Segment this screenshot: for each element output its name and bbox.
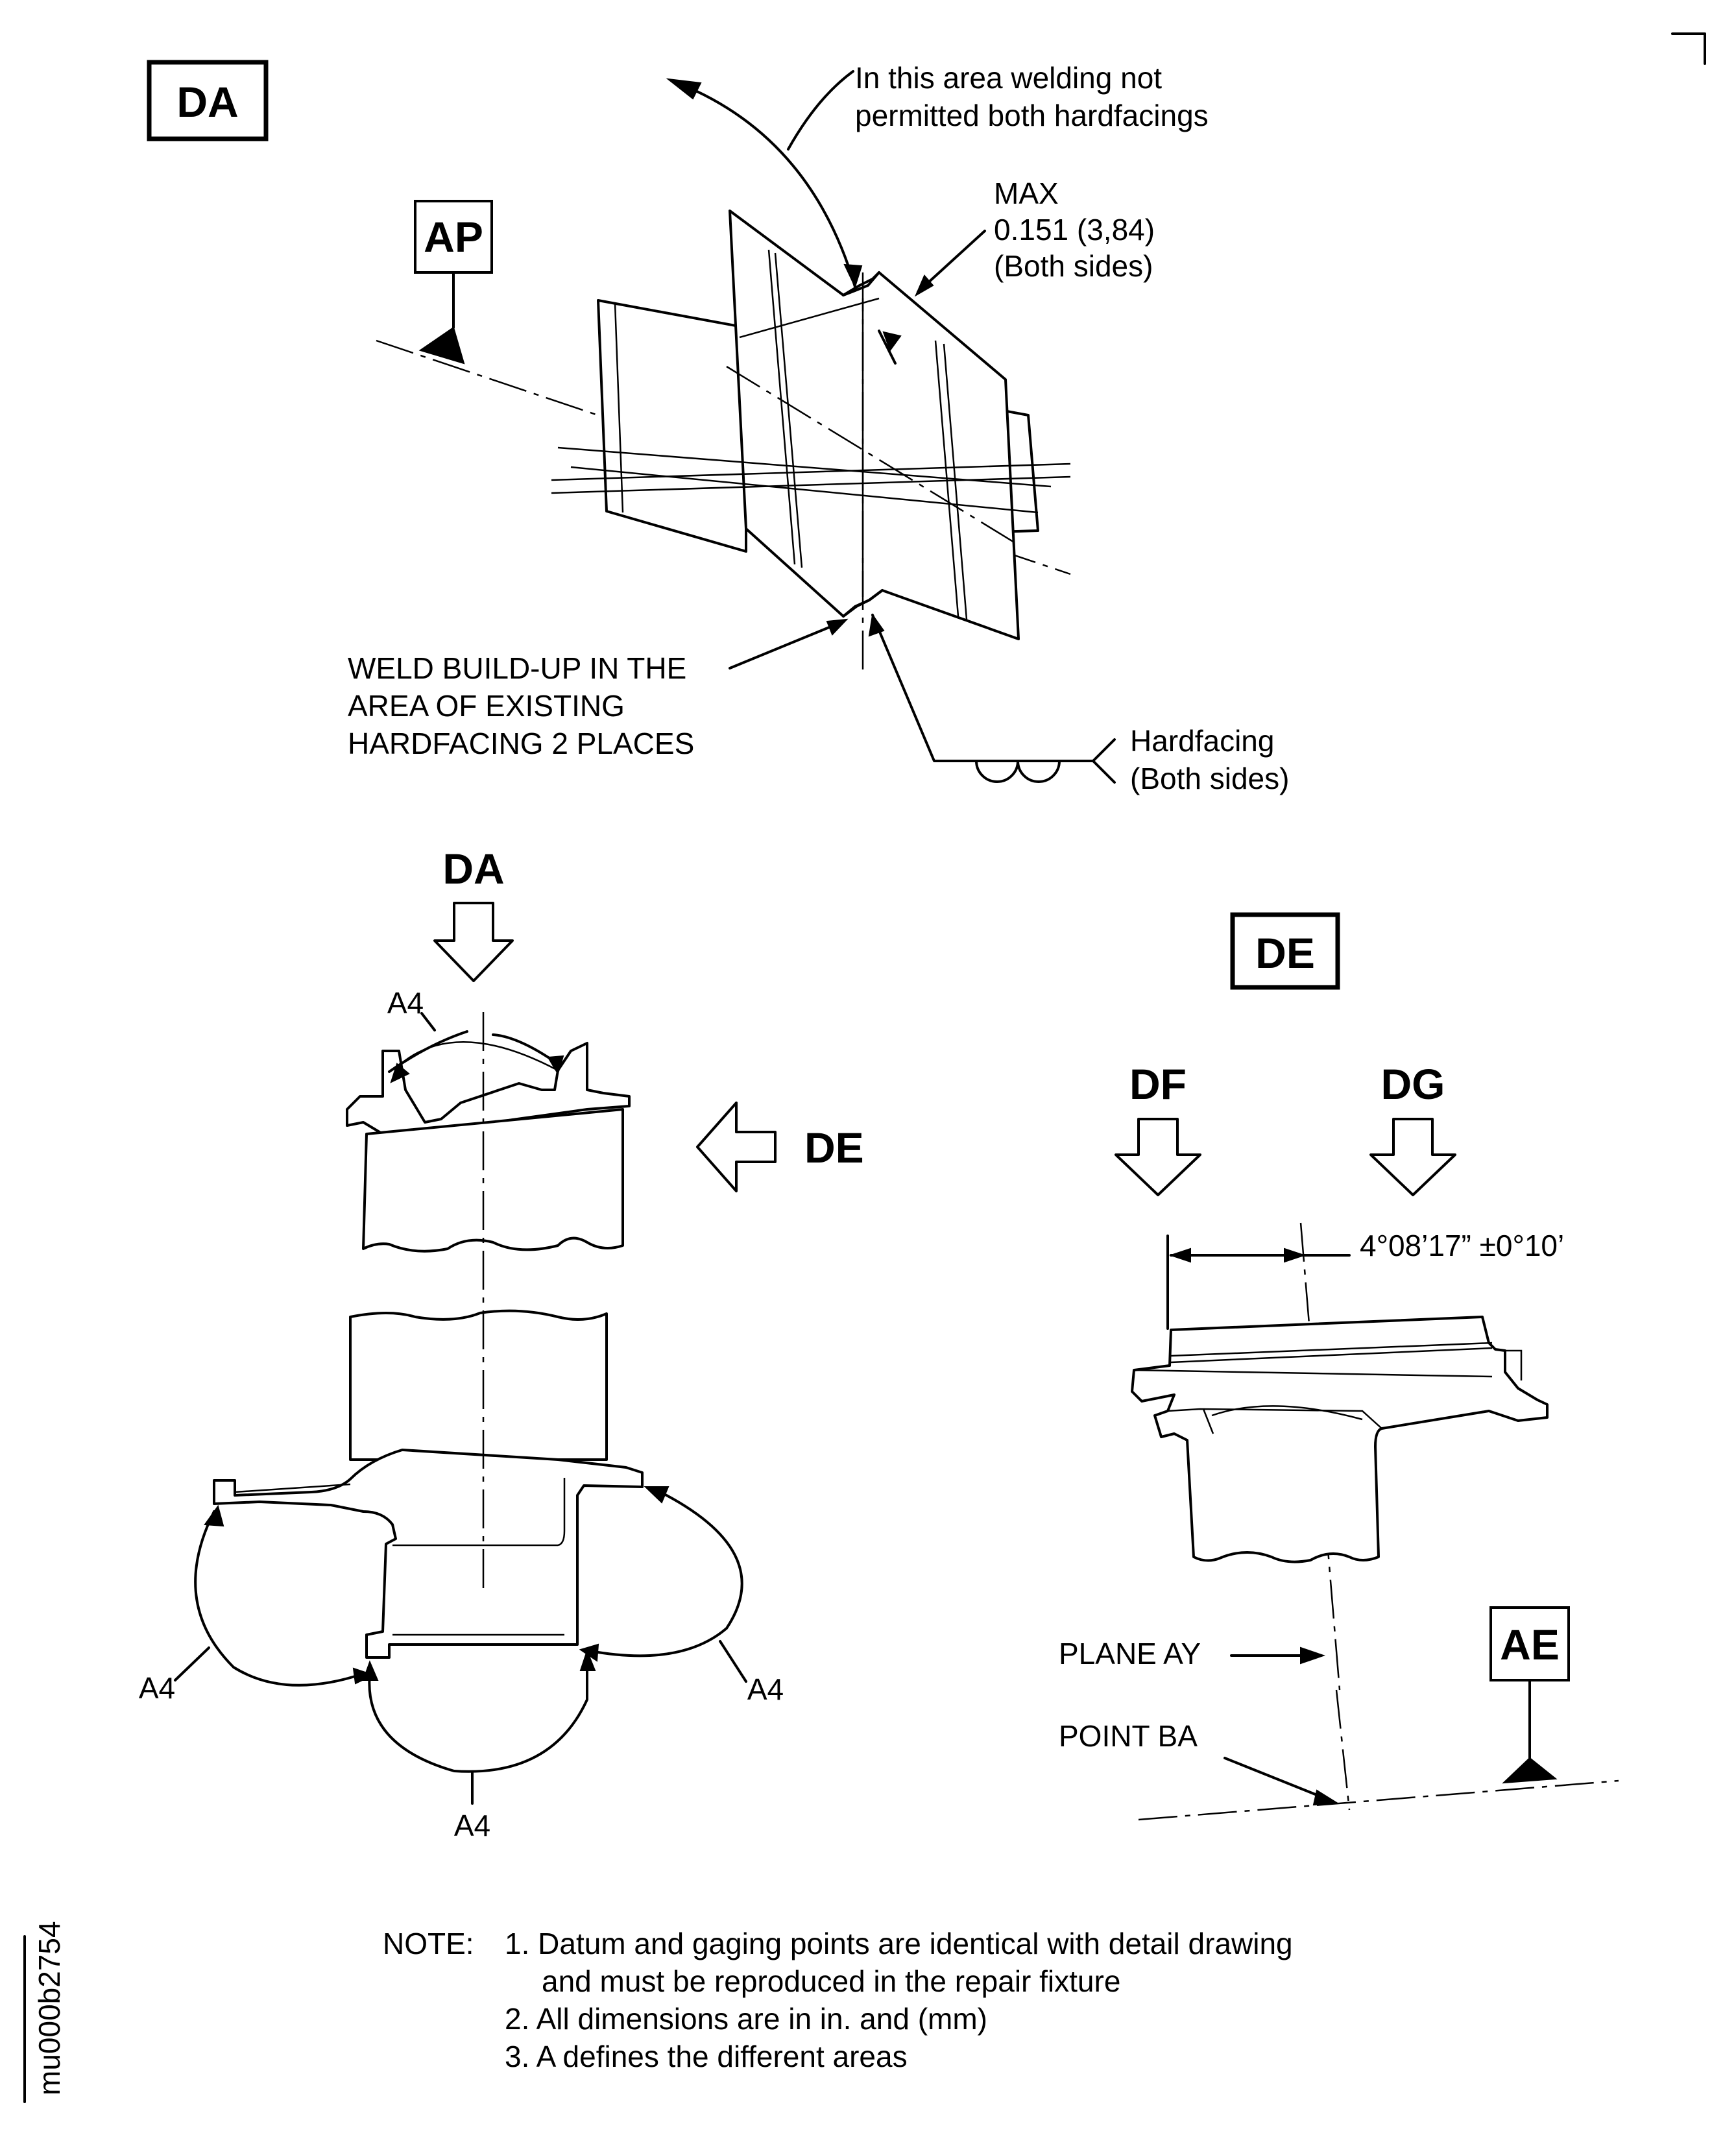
hardfacing-symbol [975, 760, 1061, 783]
point-ba-label: POINT BA [1059, 1719, 1198, 1753]
view-arrow-df [1115, 1118, 1201, 1196]
view-de-title-box [1230, 912, 1340, 990]
datum-ap-triangle [418, 326, 465, 365]
view-arrow-dg [1369, 1118, 1456, 1196]
hardfacing-callout-line2: (Both sides) [1130, 762, 1289, 795]
datum-ae-label: AE [1500, 1621, 1560, 1669]
hardfacing-callout-line1: Hardfacing [1130, 724, 1274, 758]
weld-callout-line2: AREA OF EXISTING [348, 689, 625, 723]
datum-ae-triangle [1502, 1757, 1558, 1784]
weld-callout-line1: WELD BUILD-UP IN THE [348, 651, 686, 685]
view-da-title: DA [176, 78, 238, 126]
no-weld-callout-line2: permitted both hardfacings [855, 99, 1209, 132]
hardfacing-leader [871, 614, 1094, 762]
note-3: 3. A defines the different areas [505, 2040, 908, 2073]
view-de: DE DF DG 4°08’17” ±0°10’ PLANE AY POINT … [1059, 912, 1619, 1821]
view-da: DA AP In this area welding [147, 60, 1289, 795]
view-arrow-de [696, 1102, 777, 1192]
figure-id: mu000b2754 [32, 1921, 66, 2095]
datum-ae-line [1138, 1779, 1619, 1821]
weld-callout-line3: HARDFACING 2 PLACES [348, 727, 694, 760]
note-1-line2: and must be reproduced in the repair fix… [542, 1964, 1120, 1998]
no-weld-arc-arrow [677, 82, 856, 288]
da-shroud-body [729, 210, 1020, 640]
a4-label-right: A4 [747, 1672, 784, 1706]
view-arrow-da [433, 902, 514, 982]
view-arrow-de-label: DE [804, 1124, 864, 1172]
view-arrow-da-label: DA [442, 845, 504, 893]
a4-label-bottom: A4 [454, 1809, 490, 1842]
corner-mark [1671, 32, 1706, 65]
max-both-sides: (Both sides) [994, 249, 1153, 283]
a4-label-left: A4 [139, 1671, 175, 1705]
max-label: MAX [994, 176, 1059, 210]
view-arrow-dg-label: DG [1381, 1060, 1445, 1108]
no-weld-callout-line1: In this area welding not [855, 61, 1162, 95]
angle-dimension: 4°08’17” ±0°10’ [1360, 1229, 1564, 1262]
front-platform-root [213, 1449, 644, 1659]
note-1-line1: 1. Datum and gaging points are identical… [505, 1927, 1293, 1960]
a4-label-top: A4 [387, 986, 424, 1020]
plane-ay-label: PLANE AY [1059, 1637, 1201, 1670]
view-arrow-df-label: DF [1129, 1060, 1187, 1108]
note-label: NOTE: [383, 1927, 474, 1960]
view-da-title-box [147, 60, 269, 141]
note-2: 2. All dimensions are in in. and (mm) [505, 2002, 987, 2036]
datum-ap-label: AP [424, 213, 483, 261]
max-value: 0.151 (3,84) [994, 213, 1155, 247]
front-airfoil-lower [349, 1309, 608, 1461]
no-weld-leader [787, 70, 854, 151]
front-view: DA DE A4 A4 A4 [139, 845, 864, 1842]
notes-block: NOTE: 1. Datum and gaging points are ide… [383, 1927, 1293, 2073]
view-de-title: DE [1255, 929, 1315, 977]
de-shroud-part [1131, 1316, 1549, 1563]
front-airfoil-upper [362, 1108, 624, 1253]
